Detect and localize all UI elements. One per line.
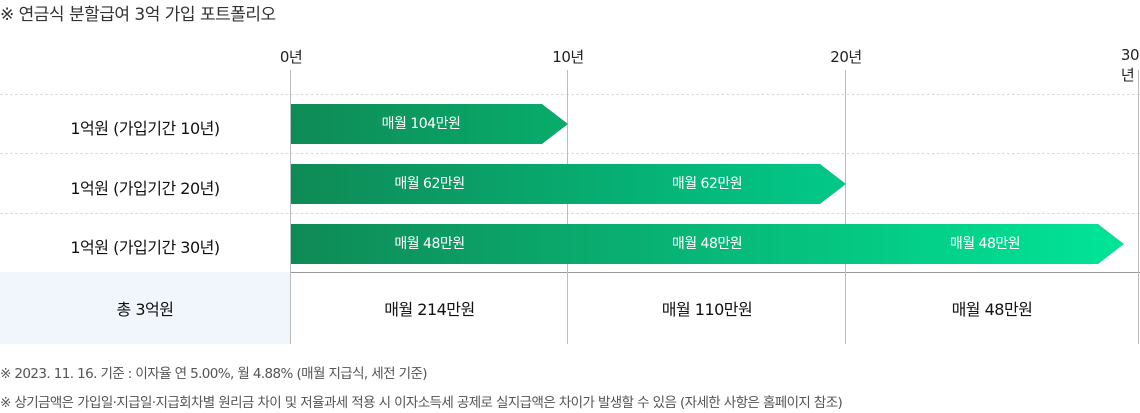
row-divider [0,153,1140,154]
bar-amount-30y-seg3: 매월 48만원 [949,236,1021,252]
row-divider [0,213,1140,214]
bar-amount-20y-seg1: 매월 62만원 [394,176,465,192]
axis-gridline-20 [845,70,846,344]
axis-gridline-10 [567,70,568,344]
row-label-20y: 1억원 (가입기간 20년) [70,179,220,198]
bar-amount-30y-seg1: 매월 48만원 [394,236,465,252]
total-amount-0-10y: 매월 214만원 [384,300,475,319]
axis-gridline-0 [290,70,291,344]
bar-amount-20y-seg2: 매월 62만원 [671,176,743,192]
axis-label-20: 20년 [830,48,862,66]
total-amount-10-20y: 매월 110만원 [661,300,753,319]
axis-label-10: 10년 [552,48,584,66]
payout-bar-30y [291,224,1124,264]
footnote-disclaimer: ※ 상기금액은 가입일·지급일·지급회차별 원리금 차이 및 저율과세 적용 시… [0,395,843,411]
axis-label-0: 0년 [279,48,303,66]
total-label: 총 3억원 [116,300,174,319]
total-divider [0,272,1140,273]
footnote-rate-basis: ※ 2023. 11. 16. 기준 : 이자율 연 5.00%, 월 4.88… [0,366,428,382]
axis-label-30: 30년 [1120,46,1140,84]
row-divider [0,94,1140,95]
bar-amount-10y-seg1: 매월 104만원 [381,116,461,132]
payout-bar-10y [291,104,568,144]
total-label-cell [0,272,290,344]
payout-bar-20y [291,164,846,204]
bar-amount-30y-seg2: 매월 48만원 [671,236,743,252]
row-label-10y: 1억원 (가입기간 10년) [70,119,220,138]
row-label-30y: 1억원 (가입기간 30년) [70,238,220,257]
axis-gridline-30 [1138,70,1139,344]
total-amount-20-30y: 매월 48만원 [951,300,1033,319]
portfolio-title: ※ 연금식 분할급여 3억 가입 포트폴리오 [0,5,276,25]
